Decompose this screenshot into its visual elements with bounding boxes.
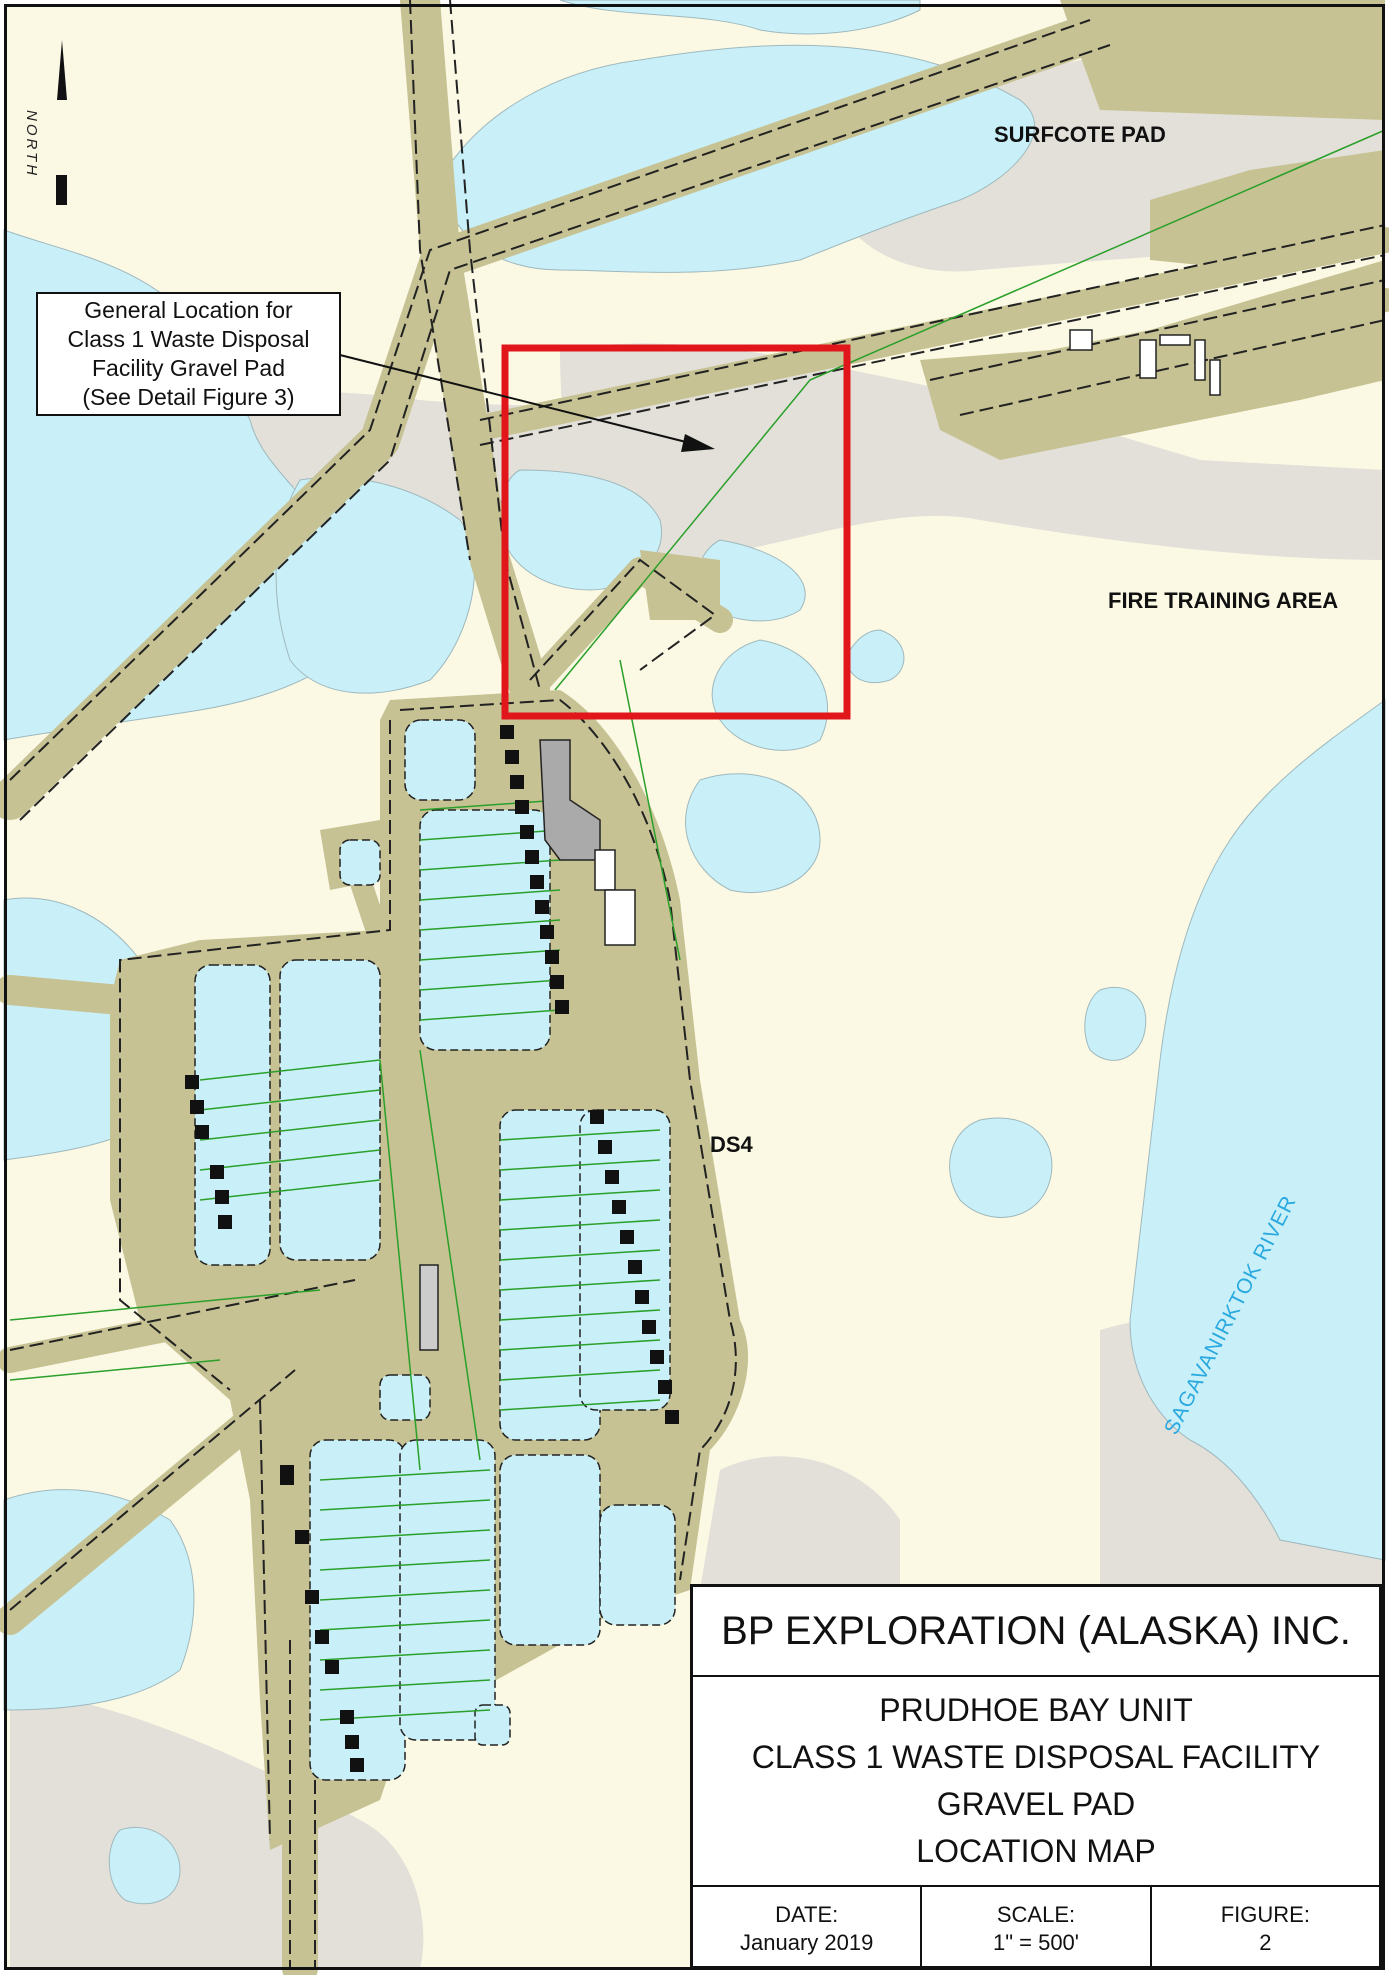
- reserve-pits: [194, 719, 676, 1781]
- figure-cell: FIGURE: 2: [1152, 1887, 1379, 1970]
- figure-value: 2: [1259, 1929, 1272, 1955]
- callout-line: Class 1 Waste Disposal: [67, 326, 310, 352]
- facility-buildings: [419, 329, 1221, 1351]
- location-highlight-box: [501, 344, 851, 720]
- pipelines: [9, 129, 1386, 1721]
- callout-box: General Location for Class 1 Waste Dispo…: [36, 292, 341, 416]
- label-fire-training-area: FIRE TRAINING AREA: [1108, 588, 1339, 613]
- scale-label: SCALE:: [996, 1901, 1076, 1927]
- title-block-footer: DATE: January 2019 SCALE: 1" = 500' FIGU…: [693, 1887, 1379, 1970]
- callout-line: (See Detail Figure 3): [82, 384, 295, 410]
- callout-arrow: [339, 354, 715, 452]
- figure-label: FIGURE:: [1220, 1901, 1310, 1927]
- well-boxes: [185, 725, 679, 1772]
- date-cell: DATE: January 2019: [693, 1887, 923, 1970]
- callout-line: General Location for: [84, 297, 293, 323]
- drawing-title: PRUDHOE BAY UNIT CLASS 1 WASTE DISPOSAL …: [693, 1677, 1379, 1887]
- label-surfcote-pad: SURFCOTE PAD: [994, 122, 1166, 147]
- company-name: BP EXPLORATION (ALASKA) INC.: [693, 1587, 1379, 1677]
- scale-cell: SCALE: 1" = 500': [922, 1887, 1152, 1970]
- label-ds4: DS4: [710, 1132, 753, 1157]
- date-value: January 2019: [740, 1929, 874, 1955]
- pad-outlines: [9, 0, 1386, 1968]
- north-label: NORTH: [23, 110, 40, 179]
- north-arrow-icon: [57, 40, 67, 100]
- callout-line: Facility Gravel Pad: [91, 355, 285, 381]
- title-line: PRUDHOE BAY UNIT: [879, 1692, 1193, 1728]
- scale-value: 1" = 500': [992, 1929, 1079, 1955]
- date-label: DATE:: [775, 1901, 839, 1927]
- title-block: BP EXPLORATION (ALASKA) INC. PRUDHOE BAY…: [690, 1584, 1382, 1970]
- title-line: LOCATION MAP: [916, 1833, 1156, 1869]
- title-line: GRAVEL PAD: [936, 1786, 1136, 1822]
- title-line: CLASS 1 WASTE DISPOSAL FACILITY: [751, 1739, 1321, 1775]
